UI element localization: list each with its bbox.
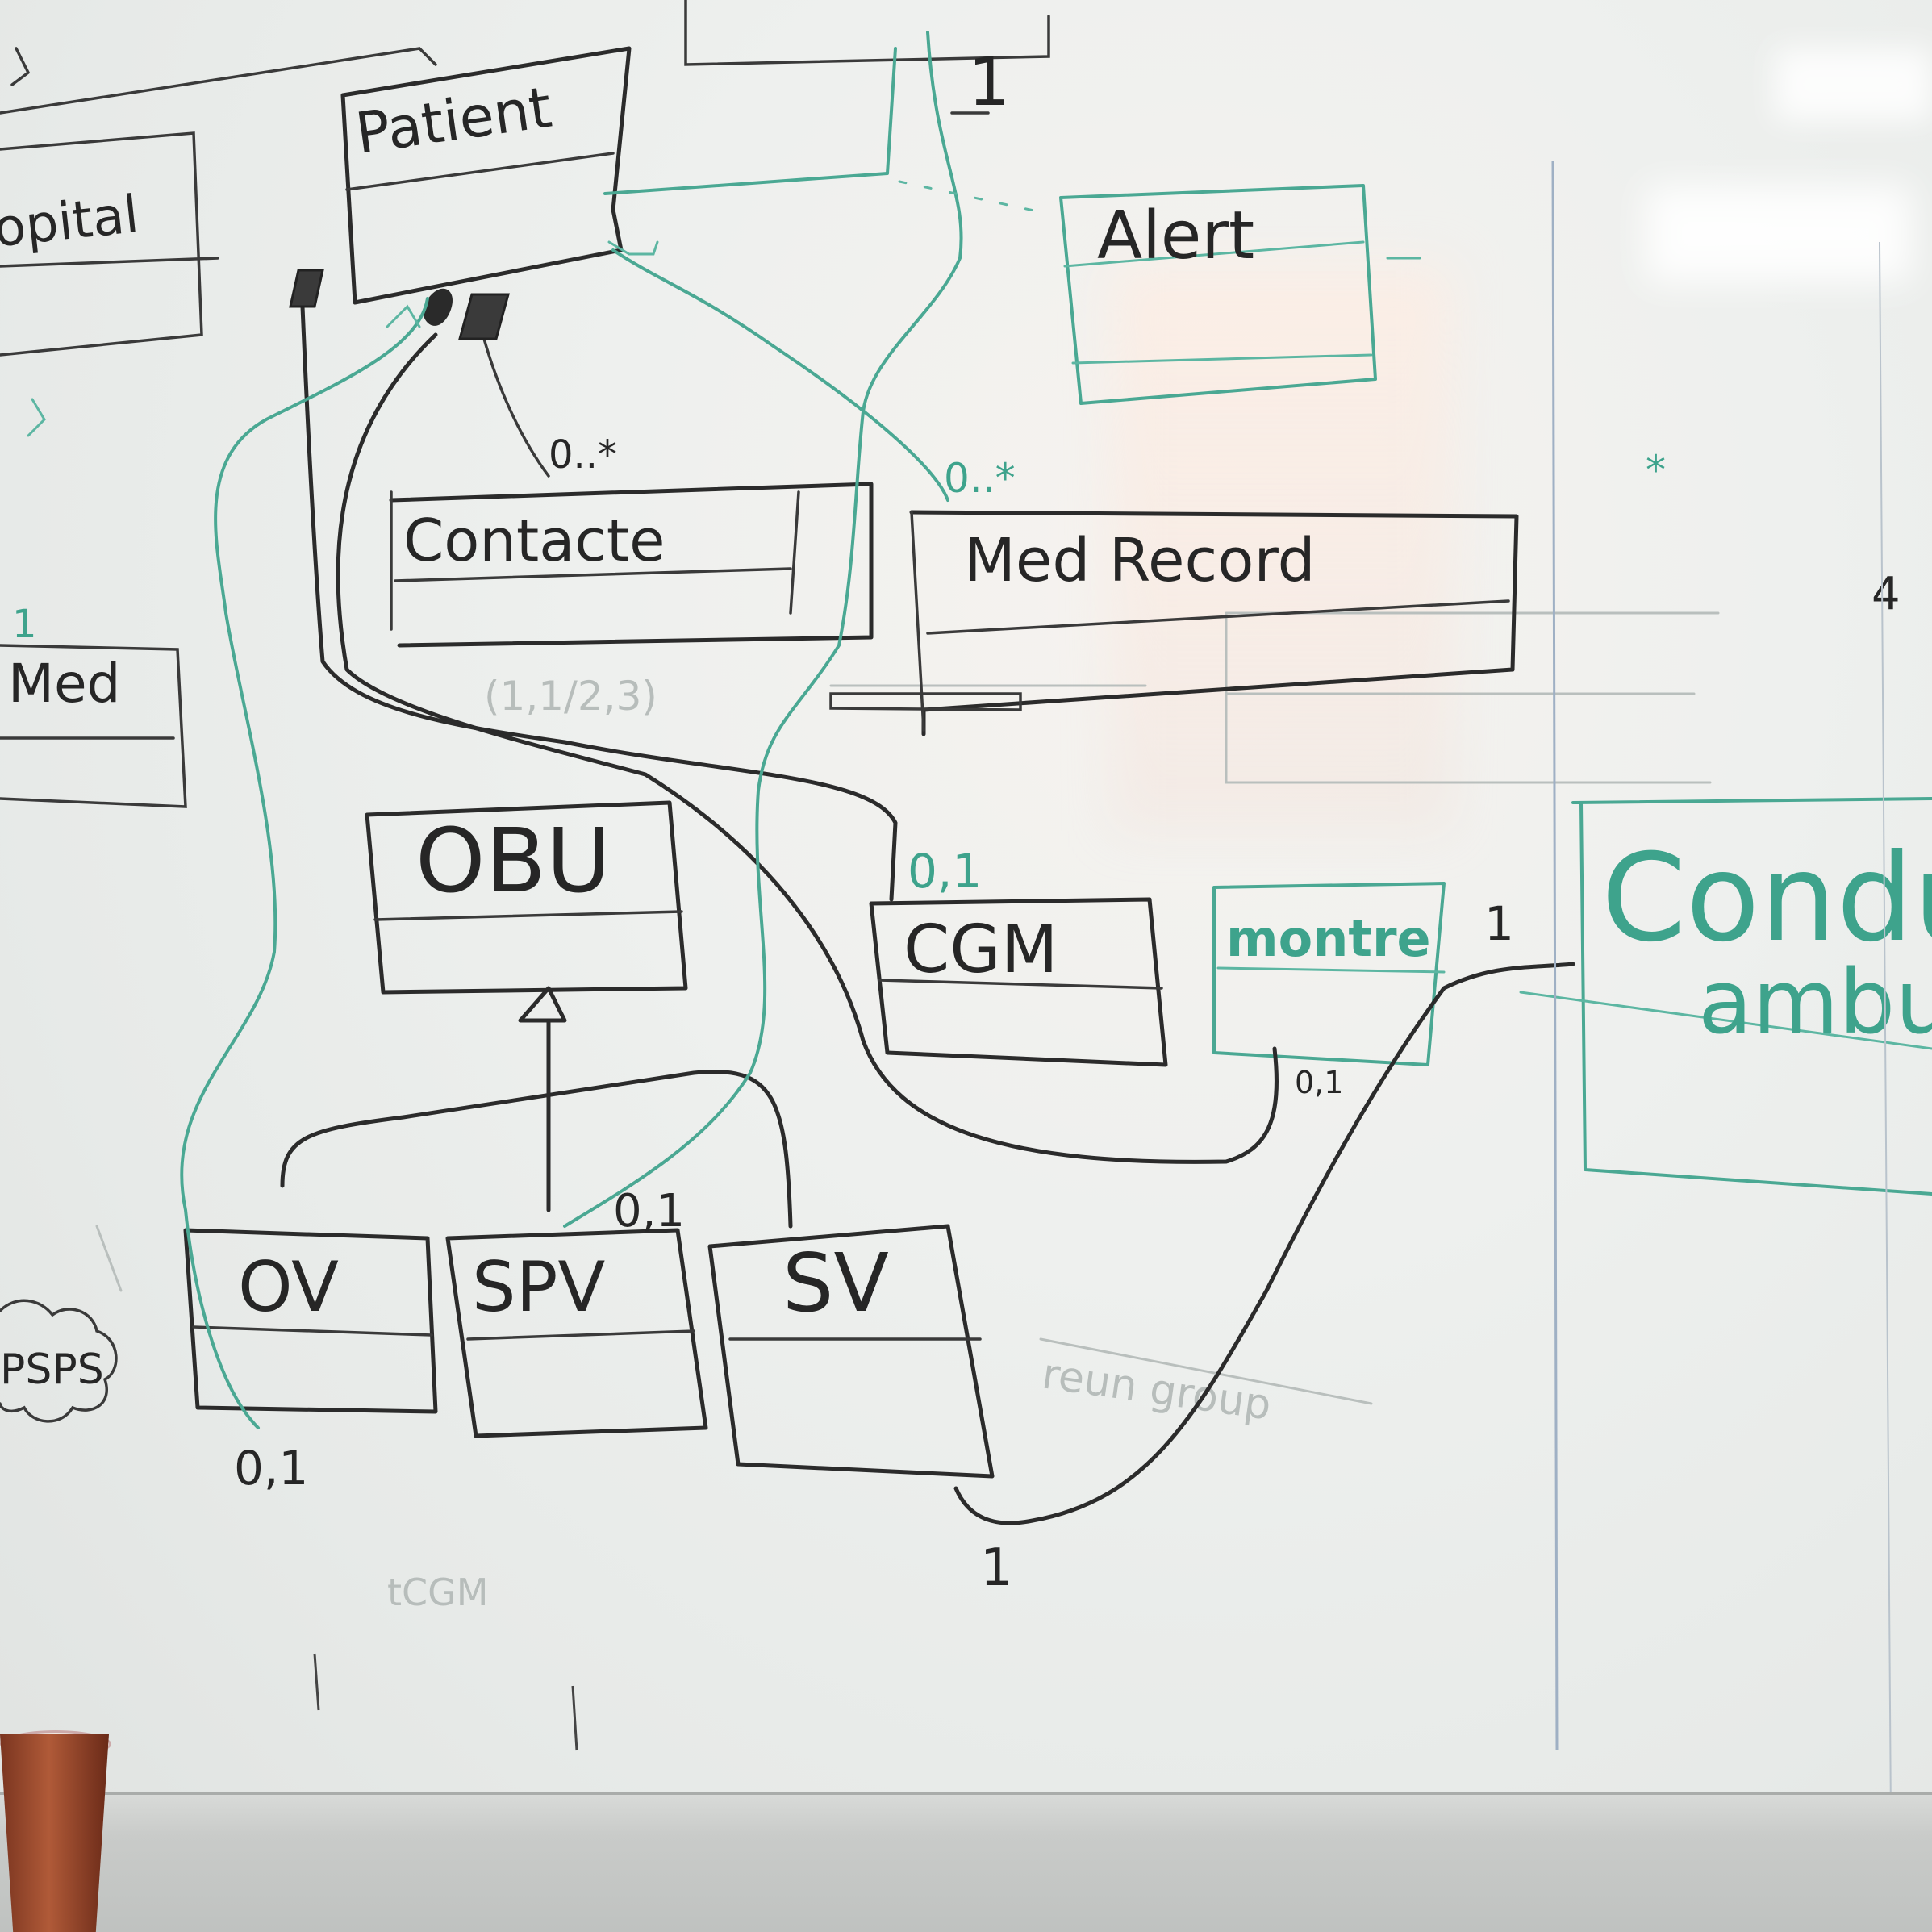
top-remnants [0, 0, 1050, 115]
multiplicities: 0..* 0..* 1 1 0,1 1 0,1 0,1 0,1 1 4 * [12, 44, 1901, 1598]
mult-sv: 1 [980, 1538, 1013, 1598]
inheritance-arrow [280, 986, 793, 1229]
whiteboard-ledge [0, 1795, 1932, 1932]
class-ov: OV [183, 1228, 438, 1414]
class-med: Med [0, 644, 187, 808]
light-reflection [1646, 186, 1912, 282]
light-reflection [1775, 48, 1932, 121]
black-associations [289, 269, 1575, 1525]
class-montre: montre [1212, 882, 1446, 1066]
psps-cloud: PSPS [0, 1299, 118, 1423]
cgm-name: CGM [903, 912, 1058, 988]
conducteur-line1: Conduct [1601, 828, 1932, 969]
psps-label: PSPS [0, 1346, 104, 1394]
mult-med-record: 0..* [944, 455, 1016, 502]
mult-spv: 0,1 [613, 1185, 685, 1237]
mult-top-right: 1 [968, 44, 1010, 121]
class-med-record: Med Record [829, 510, 1519, 736]
mult-ov: 0,1 [234, 1441, 308, 1496]
sv-name: SV [782, 1236, 889, 1330]
erased-label: tCGM [387, 1571, 489, 1614]
med-name: Med [8, 653, 120, 715]
med-record-name: Med Record [964, 526, 1316, 595]
class-sv: SV [707, 1224, 995, 1479]
obu-name: OBU [415, 809, 611, 912]
ov-name: OV [238, 1247, 339, 1328]
montre-name: montre [1226, 909, 1431, 968]
mult-montre-bottom: 0,1 [1295, 1065, 1343, 1100]
spv-name: SPV [472, 1247, 605, 1328]
class-hospital: opital [0, 131, 219, 357]
teal-associations [27, 31, 1421, 1429]
alert-name: Alert [1097, 198, 1254, 274]
erased-numbers: (1,1/2,3) [484, 673, 657, 720]
mult-contacte: 0..* [549, 432, 617, 478]
board-seams [313, 161, 1892, 1932]
conducteur-line2: ambul [1698, 950, 1932, 1054]
contacte-name: Contacte [403, 507, 665, 574]
class-obu: OBU [365, 800, 688, 995]
class-conducteur: Conduct ambul [1519, 797, 1932, 1196]
class-cgm: CGM [869, 897, 1168, 1067]
hospital-name: opital [0, 185, 141, 259]
red-cup [0, 1734, 109, 1932]
class-alert: Alert [1059, 184, 1377, 405]
class-patient: Patient [340, 46, 632, 305]
asterisk-mark: * [1646, 447, 1666, 494]
mult-right-edge: 4 [1871, 568, 1901, 620]
mult-med: 1 [12, 602, 37, 647]
class-spv: SPV [445, 1228, 708, 1438]
erased-marks: (1,1/2,3) reun group tCGM [95, 611, 1720, 1614]
mult-montre-conducteur: 1 [1484, 896, 1514, 951]
mult-cgm: 0,1 [908, 844, 982, 899]
class-contacte: Contacte [389, 482, 874, 648]
